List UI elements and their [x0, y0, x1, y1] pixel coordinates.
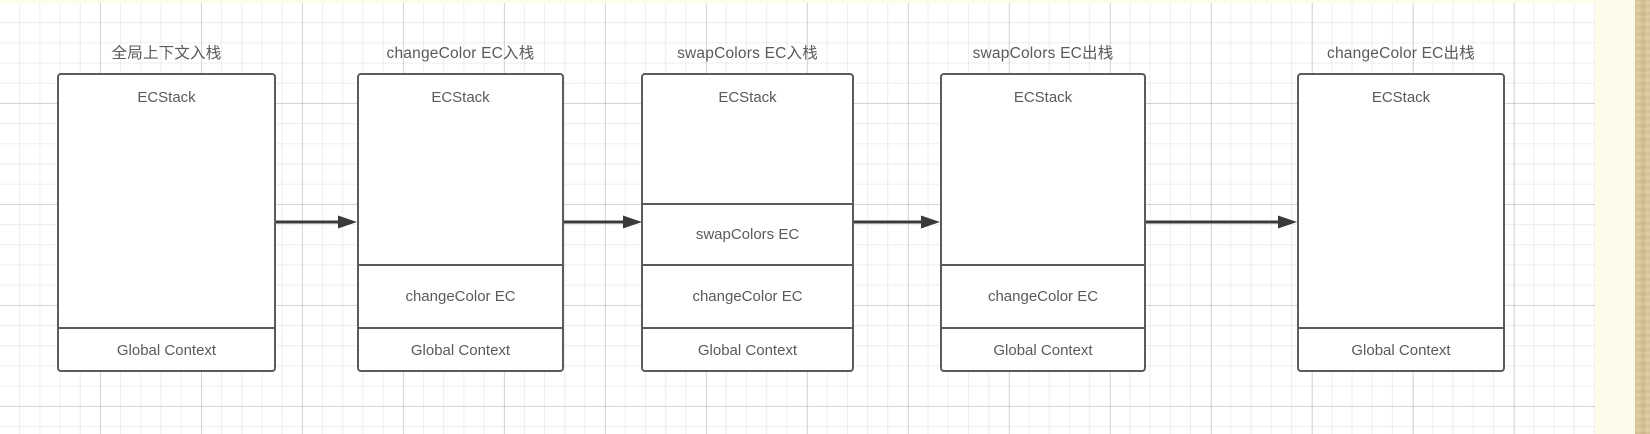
- paper-edge-texture: [1635, 0, 1650, 434]
- stack-divider-5-a: [1297, 327, 1505, 330]
- stack-column-4: swapColors EC出栈 ECStack changeColor EC G…: [940, 45, 1146, 372]
- stack-frame-global-context-4: Global Context: [993, 342, 1093, 359]
- arrow-1-to-2: [276, 215, 357, 229]
- stack-box-2: [357, 73, 564, 372]
- arrow-2-to-3: [564, 215, 642, 229]
- stack-column-1: 全局上下文入栈 ECStack Global Context: [57, 45, 276, 372]
- stack-frame-changecolor-ec-2: changeColor EC: [405, 288, 516, 305]
- stack-divider-3-a: [641, 203, 854, 206]
- stack-divider-1-a: [57, 327, 276, 330]
- stack-frame-changecolor-ec-4: changeColor EC: [987, 288, 1099, 305]
- stack-box-3: [641, 73, 854, 372]
- stack-column-3: swapColors EC入栈 ECStack swapColors EC ch…: [641, 45, 854, 372]
- stack-divider-3-c: [641, 327, 854, 330]
- stack-frame-swapcolors-ec-3: swapColors EC: [695, 226, 800, 243]
- stack-box-5: [1297, 73, 1505, 372]
- stack-divider-3-b: [641, 264, 854, 267]
- stack-caption-2: ECStack: [431, 89, 490, 106]
- stack-title-2: changeColor EC入栈: [386, 45, 535, 62]
- stack-caption-3: ECStack: [718, 89, 777, 106]
- stack-column-2: changeColor EC入栈 ECStack changeColor EC …: [357, 45, 564, 372]
- stack-title-3: swapColors EC入栈: [677, 45, 818, 62]
- stack-caption-5: ECStack: [1371, 89, 1431, 106]
- page-right-margin: [1595, 0, 1635, 434]
- stack-frame-global-context-1: Global Context: [116, 342, 217, 359]
- stack-box-1: [57, 73, 276, 372]
- stack-box-4: [940, 73, 1146, 372]
- stack-column-5: changeColor EC出栈 ECStack Global Context: [1297, 45, 1505, 372]
- stack-frame-global-context-2: Global Context: [410, 342, 511, 359]
- page-top-margin: [0, 0, 1595, 3]
- stack-title-1: 全局上下文入栈: [111, 45, 222, 62]
- stack-divider-2-b: [357, 327, 564, 330]
- stack-divider-4-a: [940, 264, 1146, 267]
- arrow-4-to-5: [1146, 215, 1297, 229]
- arrow-3-to-4: [854, 215, 940, 229]
- stack-caption-4: ECStack: [1013, 89, 1073, 106]
- stack-divider-4-b: [940, 327, 1146, 330]
- stack-frame-global-context-3: Global Context: [697, 342, 798, 359]
- stack-divider-2-a: [357, 264, 564, 267]
- stack-title-5: changeColor EC出栈: [1327, 45, 1475, 62]
- stack-frame-changecolor-ec-3: changeColor EC: [692, 288, 803, 305]
- stack-title-4: swapColors EC出栈: [972, 45, 1114, 62]
- stack-caption-1: ECStack: [137, 89, 196, 106]
- stack-frame-global-context-5: Global Context: [1351, 342, 1451, 359]
